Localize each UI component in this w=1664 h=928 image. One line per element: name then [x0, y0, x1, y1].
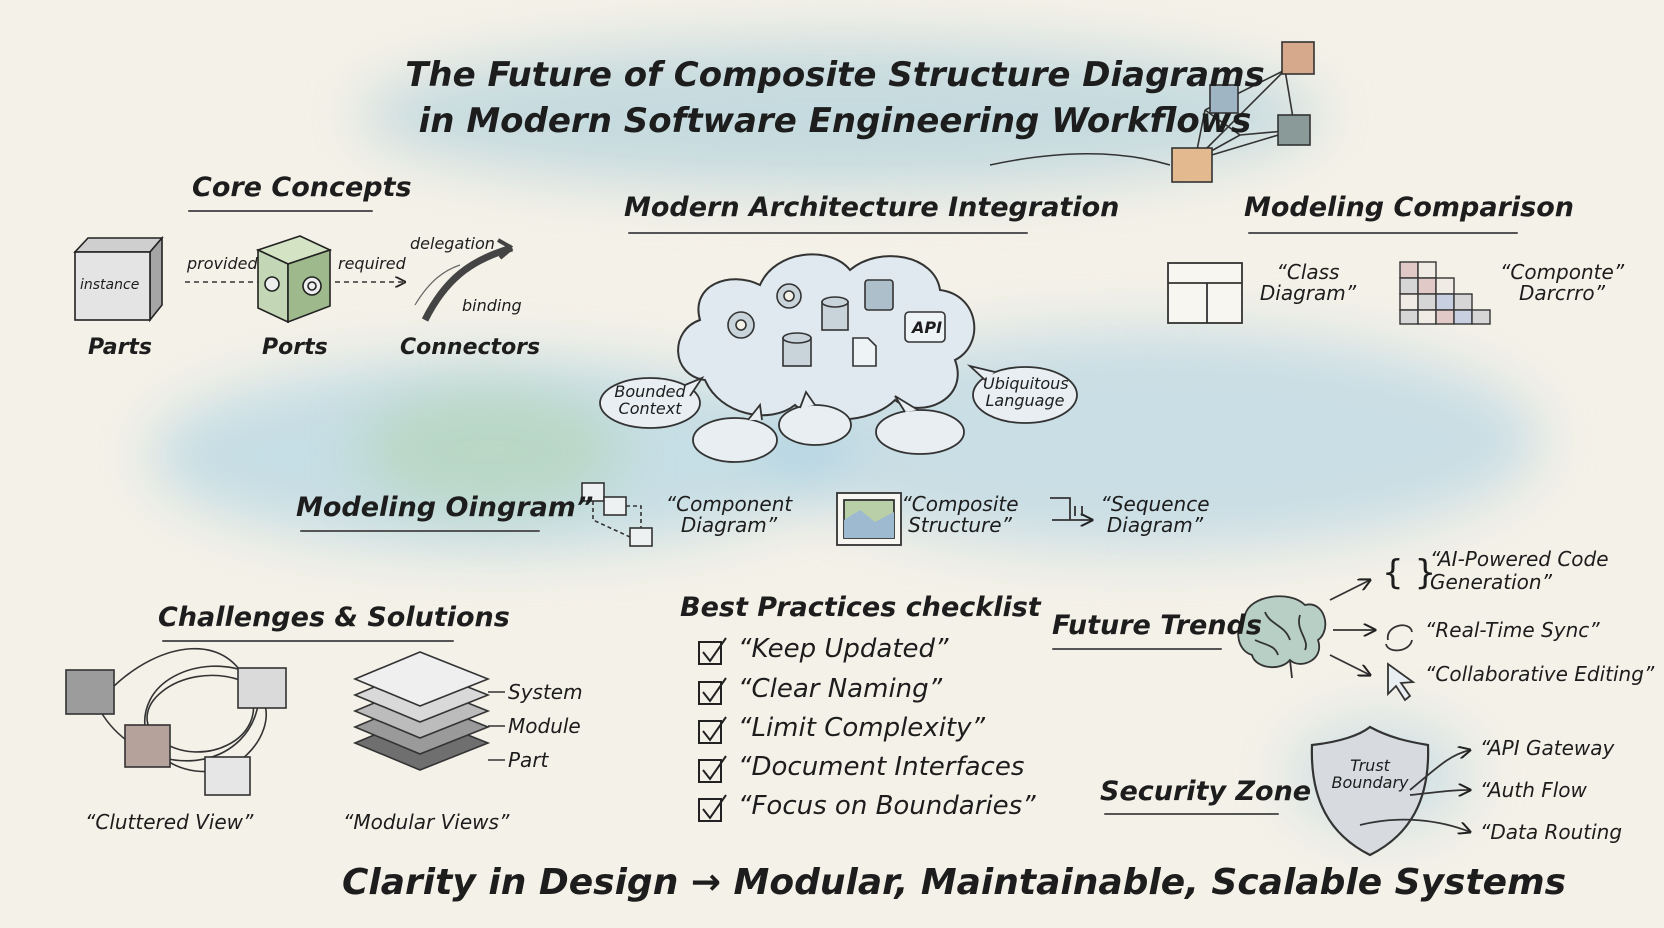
challenges-heading: Challenges & Solutions: [158, 602, 510, 633]
class-diagram-label: “Class Diagram”: [1259, 260, 1357, 305]
challenges-underline: [162, 640, 454, 642]
ubiquitous-language-label: Ubiquitous Language: [983, 374, 1069, 410]
title-wash: [360, 40, 1320, 190]
gear-icon: [727, 283, 802, 339]
comparison-underline: [1248, 232, 1518, 234]
composite-structure-label: “Composite Structure”: [901, 492, 1019, 537]
component-diagram-grid-icon: [1399, 261, 1491, 325]
document-icon: [852, 337, 877, 367]
core-concepts-heading: Core Concepts: [192, 172, 412, 203]
trend-collaborative-editing: “Collaborative Editing”: [1425, 662, 1655, 686]
cursor-icon: [1387, 662, 1416, 702]
modeling-underline: [300, 530, 540, 532]
page-title: The Future of Composite Structure Diagra…: [400, 52, 1270, 144]
lock-icon: [864, 279, 894, 311]
brain-icon: [1237, 595, 1327, 679]
provided-label: provided: [187, 254, 258, 273]
title-line-2: in Modern Software Engineering Workflows: [418, 101, 1252, 141]
sequence-diagram-icon: [1050, 497, 1092, 520]
layer-module-label: Module: [508, 714, 581, 738]
footer-tagline: Clarity in Design → Modular, Maintainabl…: [342, 862, 1567, 903]
port-cube-icon: [255, 235, 333, 324]
sequence-diagram-label: “Sequence Diagram”: [1100, 492, 1210, 537]
delegation-label: delegation: [410, 234, 495, 253]
composite-structure-icon: [836, 492, 902, 546]
security-data-routing: “Data Routing: [1480, 820, 1623, 844]
ubiquitous-language-bubble: [972, 366, 1078, 424]
checklist-checkboxes: [698, 637, 727, 822]
binding-label: binding: [462, 296, 522, 315]
architecture-underline: [628, 232, 1028, 234]
comparison-heading: Modeling Comparison: [1244, 192, 1574, 223]
security-auth-flow: “Auth Flow: [1480, 778, 1587, 802]
title-line-1: The Future of Composite Structure Diagra…: [405, 55, 1265, 95]
class-diagram-icon: [1167, 262, 1243, 324]
trends-underline: [1052, 648, 1222, 650]
instance-label: instance: [80, 277, 140, 293]
bounded-context-label: Bounded Context: [614, 382, 686, 418]
composite-label: “Componte” Darcrro”: [1500, 260, 1625, 305]
architecture-heading: Modern Architecture Integration: [624, 192, 1120, 223]
bounded-context-bubble: [599, 377, 701, 429]
layer-part-label: Part: [508, 748, 549, 772]
network-cubes-icon: [989, 41, 1315, 183]
checklist-item: “Focus on Boundaries”: [738, 791, 1036, 821]
connectors-label: Connectors: [400, 335, 541, 360]
core-underline: [188, 210, 373, 212]
braces-icon: { }: [1382, 553, 1437, 593]
future-trends-heading: Future Trends: [1052, 610, 1262, 641]
checklist-item: “Keep Updated”: [738, 634, 949, 664]
middle-wash-green: [360, 390, 620, 510]
api-box-icon: [904, 311, 946, 343]
checklist-item: “Clear Naming”: [738, 674, 943, 704]
security-heading: Security Zone: [1100, 776, 1312, 807]
trust-boundary-label: Trust Boundary: [1331, 756, 1409, 792]
checklist-item: “Limit Complexity”: [738, 713, 985, 743]
trend-real-time-sync: “Real-Time Sync”: [1425, 618, 1600, 642]
database-icon: [782, 296, 849, 367]
api-label: API: [912, 318, 943, 337]
checklist-heading: Best Practices checklist: [680, 592, 1041, 623]
modular-views-label: “Modular Views”: [343, 810, 510, 834]
cluttered-view-label: “Cluttered View”: [85, 810, 254, 834]
security-underline: [1104, 813, 1279, 815]
trend-ai-code-generation: “AI-Powered Code Generation”: [1430, 547, 1609, 594]
security-api-gateway: “API Gateway: [1480, 736, 1615, 760]
required-label: required: [338, 254, 406, 273]
cluttered-view-icon: [65, 647, 287, 796]
checklist-item: “Document Interfaces: [738, 752, 1025, 782]
component-diagram-icon: [581, 482, 653, 547]
modeling-heading: Modeling Oingram”: [296, 492, 594, 523]
parts-label: Parts: [88, 335, 153, 360]
modular-layers-icon: [352, 651, 491, 771]
ports-label: Ports: [262, 335, 328, 360]
shield-icon: [1310, 725, 1430, 857]
instance-cube-icon: [73, 235, 164, 323]
sync-icon: [1385, 624, 1413, 652]
layer-system-label: System: [508, 680, 583, 704]
component-diagram-label: “Component Diagram”: [665, 492, 793, 537]
